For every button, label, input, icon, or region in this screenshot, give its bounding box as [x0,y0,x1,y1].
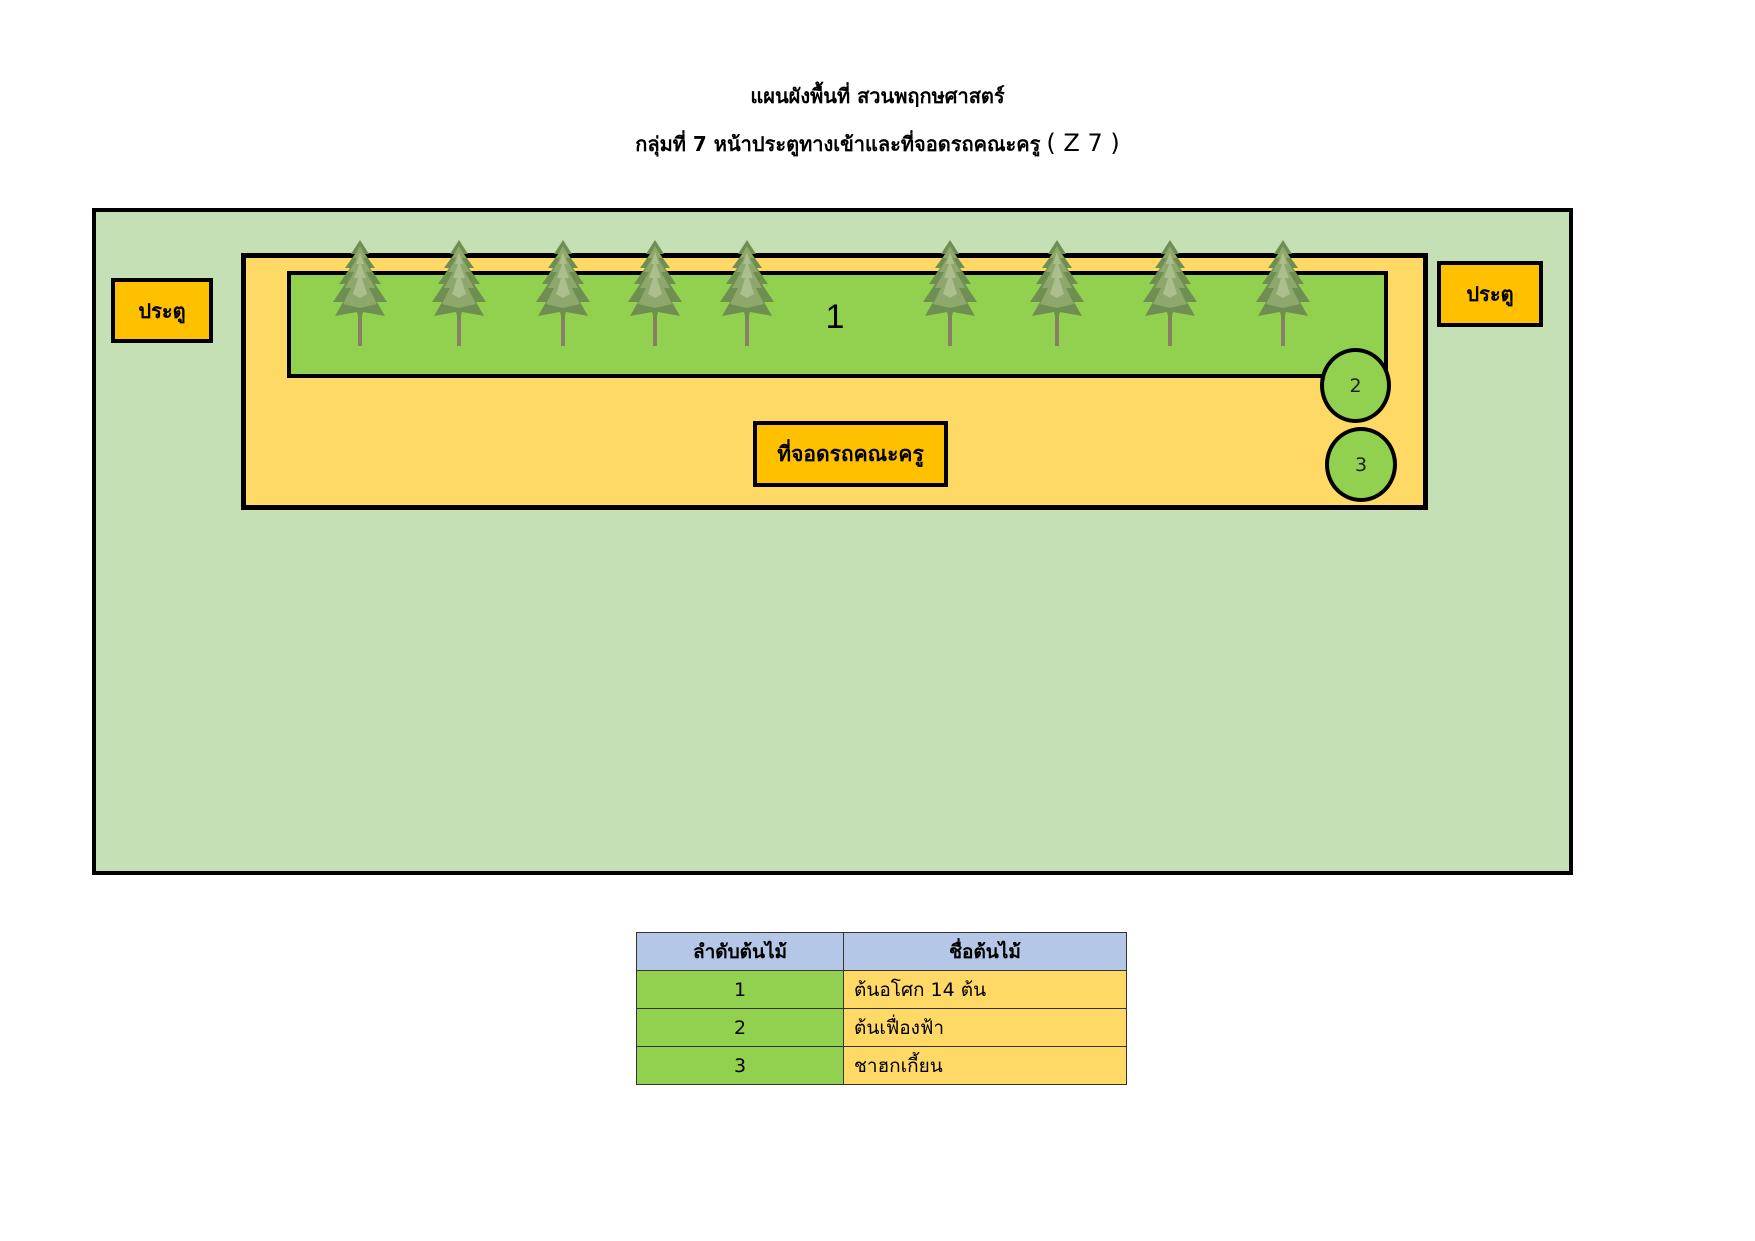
tree-icon [1135,238,1205,348]
gate-right-label: ประตู [1437,261,1543,327]
tree-icon [1022,238,1092,348]
bed-number: 1 [825,298,845,336]
legend-name: ชาฮกเกี้ยน [843,1046,1127,1085]
legend-header-row: ลำดับต้นไม้ ชื่อต้นไม้ [636,932,1127,971]
legend-header-name: ชื่อต้นไม้ [843,932,1127,971]
table-row: 3 ชาฮกเกี้ยน [636,1046,1127,1085]
page-subtitle: กลุ่มที่ 7 หน้าประตูทางเข้าและที่จอดรถคณ… [0,128,1755,160]
legend-no: 1 [636,970,844,1009]
plant-marker-2: 2 [1320,348,1391,423]
parking-label: ที่จอดรถคณะครู [753,421,948,487]
legend-table: ลำดับต้นไม้ ชื่อต้นไม้ 1 ต้นอโศก 14 ต้น … [636,932,1127,1085]
tree-icon [915,238,985,348]
table-row: 2 ต้นเฟื่องฟ้า [636,1008,1127,1047]
legend-header-no: ลำดับต้นไม้ [636,932,844,971]
table-row: 1 ต้นอโศก 14 ต้น [636,970,1127,1009]
zone-code: ( Z 7 ) [1046,129,1120,157]
legend-no: 2 [636,1008,844,1047]
tree-icon [620,238,690,348]
subtitle-text: กลุ่มที่ 7 หน้าประตูทางเข้าและที่จอดรถคณ… [635,132,1041,156]
tree-icon [528,238,598,348]
legend-name: ต้นเฟื่องฟ้า [843,1008,1127,1047]
legend-no: 3 [636,1046,844,1085]
tree-icon [325,238,395,348]
tree-icon [424,238,494,348]
plant-marker-3: 3 [1325,427,1397,502]
legend-name: ต้นอโศก 14 ต้น [843,970,1127,1009]
page-title: แผนผังพื้นที่ สวนพฤกษศาสตร์ [750,84,1005,108]
tree-icon [712,238,782,348]
gate-left-label: ประตู [111,278,213,343]
tree-icon [1248,238,1318,348]
